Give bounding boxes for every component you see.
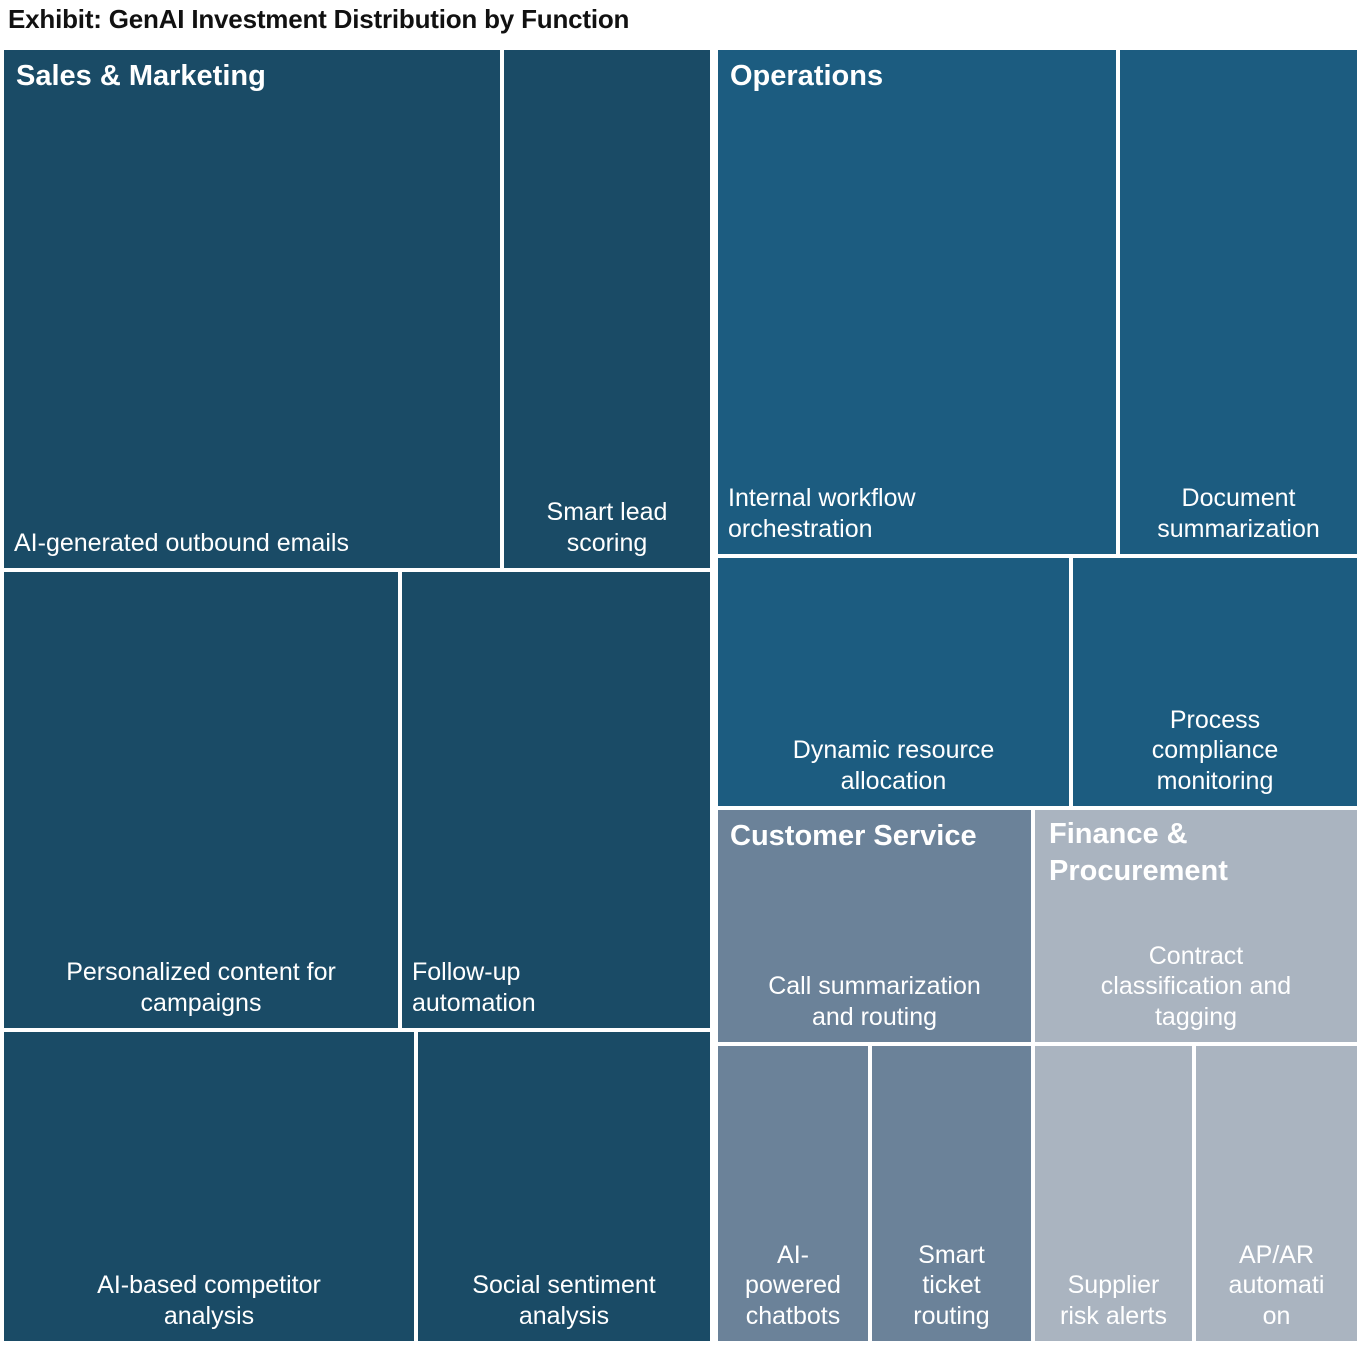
tile-follow-up-automation[interactable]: Follow-up automation: [402, 572, 710, 1028]
tile-label-smart-ticket-routing: Smart ticket routing: [913, 1240, 990, 1330]
tile-label-follow-up-automation: Follow-up automation: [412, 958, 536, 1017]
tile-smart-lead-scoring[interactable]: Smart lead scoring: [504, 50, 710, 568]
tile-label-contract-classification: Contract classification and tagging: [1100, 941, 1292, 1031]
tile-label-ai-powered-chatbots: AI- powered chatbots: [745, 1240, 841, 1330]
tile-label-smart-lead-scoring: Smart lead scoring: [546, 498, 668, 557]
group-header-finance-procurement: Finance & Procurement: [1049, 818, 1228, 888]
tile-ai-generated-outbound-emails[interactable]: Sales & Marketing AI-generated outbound …: [4, 50, 500, 568]
tile-internal-workflow-orchestration[interactable]: Operations Internal workflow orchestrati…: [718, 50, 1116, 554]
tile-label-compliance-monitoring: Process compliance monitoring: [1151, 705, 1279, 795]
tile-contract-classification-and-tagging[interactable]: Finance & Procurement Contract classific…: [1035, 810, 1357, 1042]
group-header-customer-service: Customer Service: [730, 820, 977, 852]
tile-label-ap-ar-automation: AP/AR automati on: [1228, 1240, 1325, 1330]
tile-label-sentiment-analysis: Social sentiment analysis: [472, 1271, 656, 1330]
tile-ai-based-competitor-analysis[interactable]: AI-based competitor analysis: [4, 1032, 414, 1341]
tile-label-competitor-analysis: AI-based competitor analysis: [97, 1271, 321, 1330]
tile-supplier-risk-alerts[interactable]: Supplier risk alerts: [1035, 1046, 1192, 1341]
tile-label-document-summarization: Document summarization: [1157, 484, 1320, 543]
tile-process-compliance-monitoring[interactable]: Process compliance monitoring: [1073, 558, 1357, 806]
tile-social-sentiment-analysis[interactable]: Social sentiment analysis: [418, 1032, 710, 1341]
tile-label-call-summarization: Call summarization and routing: [768, 972, 981, 1031]
page-title: Exhibit: GenAI Investment Distribution b…: [8, 4, 630, 34]
tile-dynamic-resource-allocation[interactable]: Dynamic resource allocation: [718, 558, 1069, 806]
group-header-sales-marketing: Sales & Marketing: [16, 60, 266, 92]
tile-document-summarization[interactable]: Document summarization: [1120, 50, 1357, 554]
tile-personalized-content-for-campaigns[interactable]: Personalized content for campaigns: [4, 572, 398, 1028]
group-header-operations: Operations: [730, 60, 884, 92]
tile-call-summarization-and-routing[interactable]: Customer Service Call summarization and …: [718, 810, 1031, 1042]
tile-ap-ar-automation[interactable]: AP/AR automati on: [1196, 1046, 1357, 1341]
tile-ai-powered-chatbots[interactable]: AI- powered chatbots: [718, 1046, 868, 1341]
tile-label-supplier-risk-alerts: Supplier risk alerts: [1060, 1271, 1167, 1330]
tile-label-workflow-orchestration: Internal workflow orchestration: [728, 484, 916, 543]
tile-smart-ticket-routing[interactable]: Smart ticket routing: [872, 1046, 1031, 1341]
tile-label-personalized-content: Personalized content for campaigns: [66, 958, 336, 1017]
treemap-chart: Sales & Marketing AI-generated outbound …: [0, 44, 1361, 1345]
tile-label-outbound-emails: AI-generated outbound emails: [14, 528, 349, 557]
tile-label-resource-allocation: Dynamic resource allocation: [792, 736, 995, 795]
